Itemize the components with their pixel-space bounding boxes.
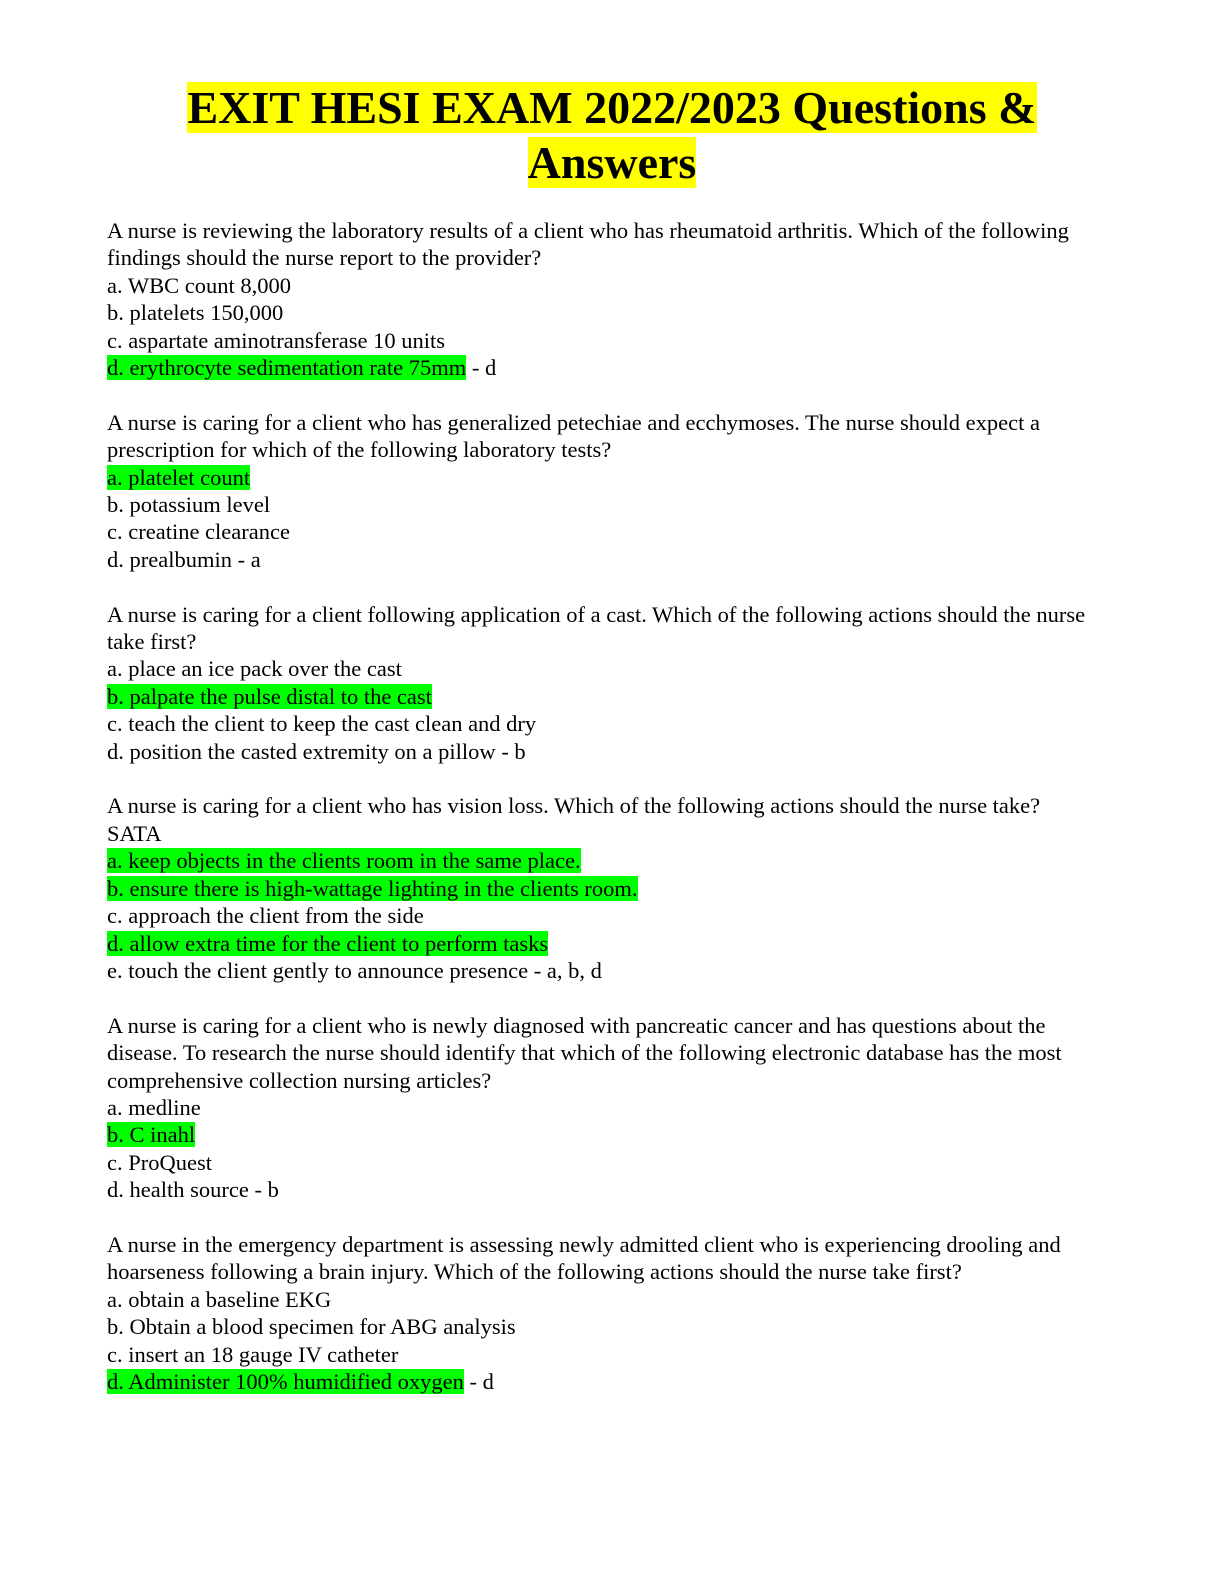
option-text: c. aspartate aminotransferase 10 units [107,327,445,353]
option-d: d. erythrocyte sedimentation rate 75mm -… [107,354,1097,381]
option-text: b. potassium level [107,492,271,518]
question-stem: A nurse is caring for a client following… [107,601,1086,655]
question-stem: A nurse in the emergency department is a… [107,1231,1061,1285]
option-a: a. obtain a baseline EKG [107,1286,1097,1313]
question-list: A nurse is reviewing the laboratory resu… [107,217,1097,1423]
highlighted-answer: b. C inahl [107,1122,196,1148]
option-text: e. touch the client gently to announce p… [107,957,529,983]
title-line-2: Answers [527,137,697,188]
option-a: a. medline [107,1094,1097,1121]
option-b: b. C inahl [107,1121,1097,1148]
option-c: c. ProQuest [107,1149,1097,1176]
option-d: d. allow extra time for the client to pe… [107,930,1097,957]
option-c: c. teach the client to keep the cast cle… [107,710,1097,737]
option-a: a. platelet count [107,464,1097,491]
question-stem: A nurse is reviewing the laboratory resu… [107,218,1069,271]
option-d: d. position the casted extremity on a pi… [107,738,1097,765]
option-text: c. ProQuest [107,1149,212,1175]
option-c: c. aspartate aminotransferase 10 units [107,327,1097,354]
question-2: A nurse is caring for a client who has g… [107,409,1097,573]
question-stem: A nurse is caring for a client who is ne… [107,1012,1062,1093]
answer-key: - a [231,546,261,572]
option-text: a. medline [107,1094,201,1120]
question-3: A nurse is caring for a client following… [107,601,1097,765]
option-d: d. Administer 100% humidified oxygen - d [107,1368,1097,1395]
option-a: a. place an ice pack over the cast [107,655,1097,682]
highlighted-answer: a. keep objects in the clients room in t… [107,848,581,874]
answer-key: - d [466,355,497,381]
option-c: c. insert an 18 gauge IV catheter [107,1341,1097,1368]
option-text: c. creatine clearance [107,519,290,545]
option-c: c. creatine clearance [107,518,1097,545]
highlighted-answer: b. ensure there is high-wattage lighting… [107,875,638,901]
option-a: a. keep objects in the clients room in t… [107,847,1097,874]
highlighted-answer: d. erythrocyte sedimentation rate 75mm [107,355,467,381]
option-b: b. potassium level [107,491,1097,518]
answer-key: - a, b, d [528,957,602,983]
question-1: A nurse is reviewing the laboratory resu… [107,217,1097,381]
option-text: a. place an ice pack over the cast [107,656,402,682]
option-text: b. platelets 150,000 [107,300,284,326]
option-a: a. WBC count 8,000 [107,272,1097,299]
answer-key: - d [463,1368,494,1394]
option-text: b. Obtain a blood specimen for ABG analy… [107,1314,516,1340]
option-text: c. teach the client to keep the cast cle… [107,711,537,737]
highlighted-answer: b. palpate the pulse distal to the cast [107,683,432,709]
question-stem: A nurse is caring for a client who has v… [107,793,1041,846]
option-text: a. obtain a baseline EKG [107,1286,332,1312]
option-text: c. insert an 18 gauge IV catheter [107,1341,399,1367]
highlighted-answer: a. platelet count [107,464,251,490]
answer-key: - b [248,1177,279,1203]
option-text: c. approach the client from the side [107,903,424,929]
answer-key: - b [495,738,526,764]
option-c: c. approach the client from the side [107,902,1097,929]
option-text: d. prealbumin [107,546,232,572]
option-b: b. palpate the pulse distal to the cast [107,683,1097,710]
document-title: EXIT HESI EXAM 2022/2023 Questions & Ans… [0,80,1224,190]
question-4: A nurse is caring for a client who has v… [107,792,1097,984]
option-b: b. ensure there is high-wattage lighting… [107,875,1097,902]
option-d: d. health source - b [107,1176,1097,1203]
option-text: d. health source [107,1177,249,1203]
question-5: A nurse is caring for a client who is ne… [107,1012,1097,1204]
highlighted-answer: d. allow extra time for the client to pe… [107,930,549,956]
option-b: b. Obtain a blood specimen for ABG analy… [107,1313,1097,1340]
option-b: b. platelets 150,000 [107,299,1097,326]
question-6: A nurse in the emergency department is a… [107,1231,1097,1395]
option-d: d. prealbumin - a [107,546,1097,573]
option-e: e. touch the client gently to announce p… [107,957,1097,984]
option-text: a. WBC count 8,000 [107,272,291,298]
title-line-1: EXIT HESI EXAM 2022/2023 Questions & [187,82,1037,133]
question-stem: A nurse is caring for a client who has g… [107,409,1040,463]
highlighted-answer: d. Administer 100% humidified oxygen [107,1368,464,1394]
option-text: d. position the casted extremity on a pi… [107,738,496,764]
